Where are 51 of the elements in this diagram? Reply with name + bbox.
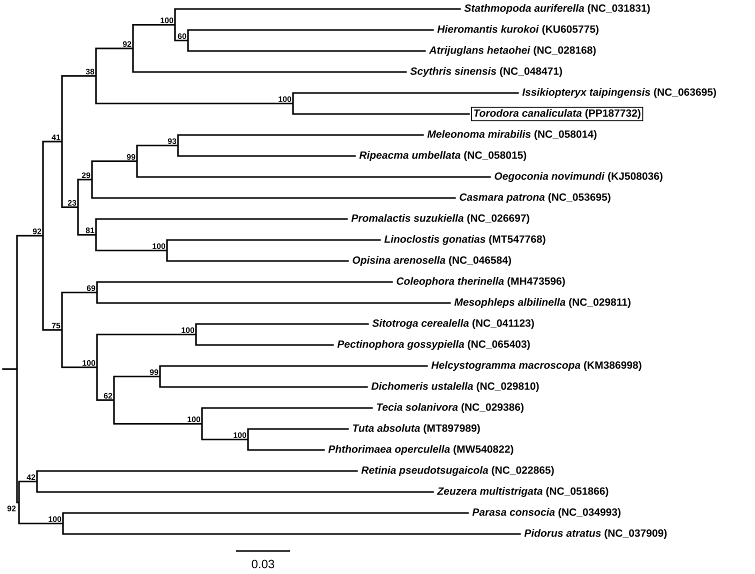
bootstrap-value: 100 <box>182 327 194 333</box>
bootstrap-value: 62 <box>104 392 112 399</box>
taxon-label: Retinia pseudotsugaicola (NC_022865) <box>361 466 554 476</box>
taxon-label: Ripeacma umbellata (NC_058015) <box>359 151 526 161</box>
taxon-label: Phthorimaea operculella (MW540822) <box>328 445 514 455</box>
taxon-label: Pidorus atratus (NC_037909) <box>524 529 667 539</box>
bootstrap-value: 92 <box>122 41 132 47</box>
taxon-label: Oegoconia novimundi (KJ508036) <box>494 172 662 182</box>
scale-label: 0.03 <box>252 560 274 568</box>
bootstrap-value: 92 <box>7 506 16 512</box>
bootstrap-value: 99 <box>150 369 158 375</box>
bootstrap-value: 100 <box>188 416 200 422</box>
taxon-label: Parasa consocia (NC_034993) <box>472 508 620 518</box>
bootstrap-value: 100 <box>278 96 292 102</box>
bootstrap-value: 93 <box>168 138 176 144</box>
bootstrap-value: 100 <box>82 360 96 366</box>
bootstrap-value: 81 <box>86 228 94 234</box>
taxon-label: Mesophleps albilinella (NC_029811) <box>454 298 630 308</box>
bootstrap-value: 100 <box>234 432 246 438</box>
taxon-label: Pectinophora gossypiella (NC_065403) <box>337 340 530 350</box>
bootstrap-value: 60 <box>178 33 186 39</box>
taxon-label: Scythris sinensis (NC_048471) <box>410 67 562 77</box>
bootstrap-value: 100 <box>152 243 166 249</box>
bootstrap-value: 38 <box>86 68 94 74</box>
taxon-label: Linoclostis gonatias (MT547768) <box>384 235 546 245</box>
taxon-label: Atrijuglans hetaohei (NC_028168) <box>428 46 596 56</box>
taxon-label: Helcystogramma macroscopa (KM386998) <box>431 361 642 371</box>
bootstrap-value: 29 <box>82 172 90 178</box>
taxon-label: Tecia solanivora (NC_029386) <box>376 403 524 413</box>
bootstrap-value: 69 <box>86 285 96 291</box>
bootstrap-value: 41 <box>52 134 60 140</box>
taxon-label: Dichomeris ustalella (NC_029810) <box>371 382 539 392</box>
bootstrap-value: 100 <box>48 516 62 522</box>
bootstrap-value: 99 <box>126 154 136 160</box>
bootstrap-value: 42 <box>26 474 36 480</box>
taxon-label: Coleophora therinella (MH473596) <box>396 277 565 287</box>
bootstrap-value: 75 <box>52 322 60 328</box>
taxon-label: Tuta absoluta (MT897989) <box>352 424 480 434</box>
taxon-label: Meleonoma mirabilis (NC_058014) <box>427 130 596 140</box>
taxon-label: Issikiopteryx taipingensis (NC_063695) <box>522 88 716 98</box>
taxon-label: Stathmopoda auriferella (NC_031831) <box>464 4 650 14</box>
bootstrap-value: 100 <box>160 18 174 24</box>
taxon-label: Sitotroga cerealella (NC_041123) <box>372 319 534 329</box>
taxon-label: Hieromantis kurokoi (KU605775) <box>437 25 598 35</box>
taxon-label: Opisina arenosella (NC_046584) <box>352 256 511 266</box>
bootstrap-value: 23 <box>68 200 76 206</box>
highlighted-taxon-box: Torodora canaliculata (PP187732) <box>471 106 644 122</box>
taxon-label: Casmara patrona (NC_053695) <box>460 193 610 203</box>
bootstrap-value: 92 <box>32 228 42 234</box>
taxon-label: Zeuzera multistrigata (NC_051866) <box>436 487 608 497</box>
taxon-label: Promalactis suzukiella (NC_026697) <box>351 214 530 224</box>
